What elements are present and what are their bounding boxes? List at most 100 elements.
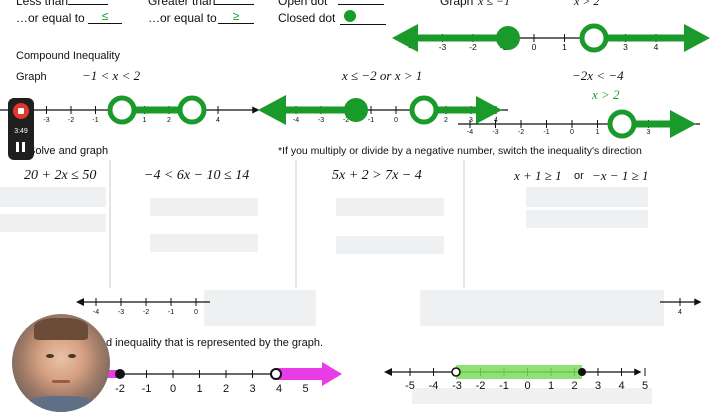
tick-label: -4: [93, 309, 99, 316]
compound-graph-label: Graph: [16, 71, 47, 83]
less-than-label: Less than: [16, 0, 69, 8]
greater-than-label: Greater than: [148, 0, 216, 8]
tick-label: 4: [216, 117, 220, 124]
answer-blank-3a: [336, 198, 444, 216]
less-than-blank: [68, 4, 108, 5]
tick-label: 1: [562, 42, 567, 52]
tick-label: 0: [394, 117, 398, 124]
compound-example-1: −1 < x < 2: [82, 68, 141, 83]
tick-label: 3: [469, 117, 473, 124]
tick-label: 0: [570, 129, 574, 136]
tick-label: -2: [469, 42, 477, 52]
tick-label: 0: [524, 380, 530, 392]
tick-label: -5: [405, 380, 415, 392]
problem-1: 20 + 2x ≤ 50: [24, 168, 97, 183]
tick-label: 1: [596, 129, 600, 136]
tick-label: 3: [623, 42, 628, 52]
answer-blank-1a: [0, 187, 106, 207]
tick-label: 1: [196, 383, 202, 395]
tick-label: 2: [223, 383, 229, 395]
solve-note: *If you multiply or divide by a negative…: [278, 145, 642, 157]
tick-label: 2: [444, 117, 448, 124]
greater-equal-symbol: ≥: [218, 9, 254, 24]
answer-blank-graph-b: [420, 290, 664, 326]
tick-label: -3: [439, 42, 447, 52]
tick-label: -1: [142, 383, 152, 395]
top-graph-ineq-2: x > 2: [574, 0, 600, 8]
open-dot: [451, 367, 461, 377]
tick-label: 5: [642, 380, 648, 392]
answer-blank-1b: [0, 214, 106, 232]
open-dot: [579, 23, 609, 53]
tick-label: 0: [194, 309, 198, 316]
closed-dot: [115, 369, 125, 379]
open-dot: [607, 109, 637, 139]
tick-label: -2: [343, 117, 349, 124]
greater-equal-label: …or equal to: [148, 11, 217, 25]
recording-time: 3:49: [14, 128, 28, 135]
tick-label: -3: [118, 309, 124, 316]
answer-blank-2b: [150, 234, 258, 252]
answer-blank-4a: [526, 187, 648, 207]
tick-label: 1: [143, 117, 147, 124]
tick-label: -3: [492, 129, 498, 136]
tick-label: 3: [249, 383, 255, 395]
closed-dot: [496, 26, 520, 50]
problem-3: 5x + 2 > 7x − 4: [332, 168, 422, 183]
open-dot-blank: [338, 4, 384, 5]
tick-label: -2: [518, 129, 524, 136]
tick-label: -4: [429, 380, 439, 392]
problem-4-or: or: [574, 170, 584, 182]
greater-than-blank: [214, 4, 254, 5]
tick-label: 0: [170, 383, 176, 395]
tick-label: -3: [318, 117, 324, 124]
problem-4b: −x − 1 ≥ 1: [592, 168, 649, 183]
tick-label: -1: [168, 309, 174, 316]
tick-label: 5: [302, 383, 308, 395]
top-graph-ineq-1: x ≤ −1: [478, 0, 511, 8]
presenter-webcam: [12, 314, 110, 412]
tick-label: -4: [293, 117, 299, 124]
tick-label: 3: [647, 129, 651, 136]
open-dot: [107, 95, 137, 125]
open-dot: [177, 95, 207, 125]
stop-record-icon[interactable]: [13, 103, 29, 119]
answer-blank-graph-a: [204, 290, 316, 326]
closed-dot: [344, 98, 368, 122]
tick-label: 2: [571, 380, 577, 392]
tick-label: 2: [167, 117, 171, 124]
tick-label: 1: [548, 380, 554, 392]
compound-example-3-answer: x > 2: [592, 87, 620, 102]
tick-label: -2: [476, 380, 486, 392]
compound-title: Compound Inequality: [16, 50, 120, 62]
closed-dot: [578, 368, 586, 376]
pause-icon[interactable]: [16, 142, 26, 152]
tick-label: -1: [499, 380, 509, 392]
tick-label: -4: [467, 129, 473, 136]
tick-label: 4: [654, 42, 659, 52]
lower-right-number-line: 4: [660, 298, 702, 316]
screen-recorder-widget[interactable]: 3:49: [8, 98, 34, 160]
less-equal-symbol: ≤: [88, 9, 122, 24]
answer-blank-3b: [336, 236, 444, 254]
closed-dot-sample: [344, 10, 356, 22]
tick-label: -1: [92, 117, 98, 124]
tick-label: 0: [532, 42, 537, 52]
open-dot-label: Open dot: [278, 0, 328, 8]
compound-example-3: −2x < −4: [572, 68, 624, 83]
problem-2: −4 < 6x − 10 ≤ 14: [144, 168, 250, 183]
less-equal-label: …or equal to: [16, 11, 85, 25]
tick-label: 4: [494, 117, 498, 124]
tick-label: 3: [595, 380, 601, 392]
problem-4a: x + 1 ≥ 1: [514, 168, 562, 183]
tick-label: -3: [452, 380, 462, 392]
answer-blank-2a: [150, 198, 258, 216]
closed-dot-label: Closed dot: [278, 11, 336, 25]
